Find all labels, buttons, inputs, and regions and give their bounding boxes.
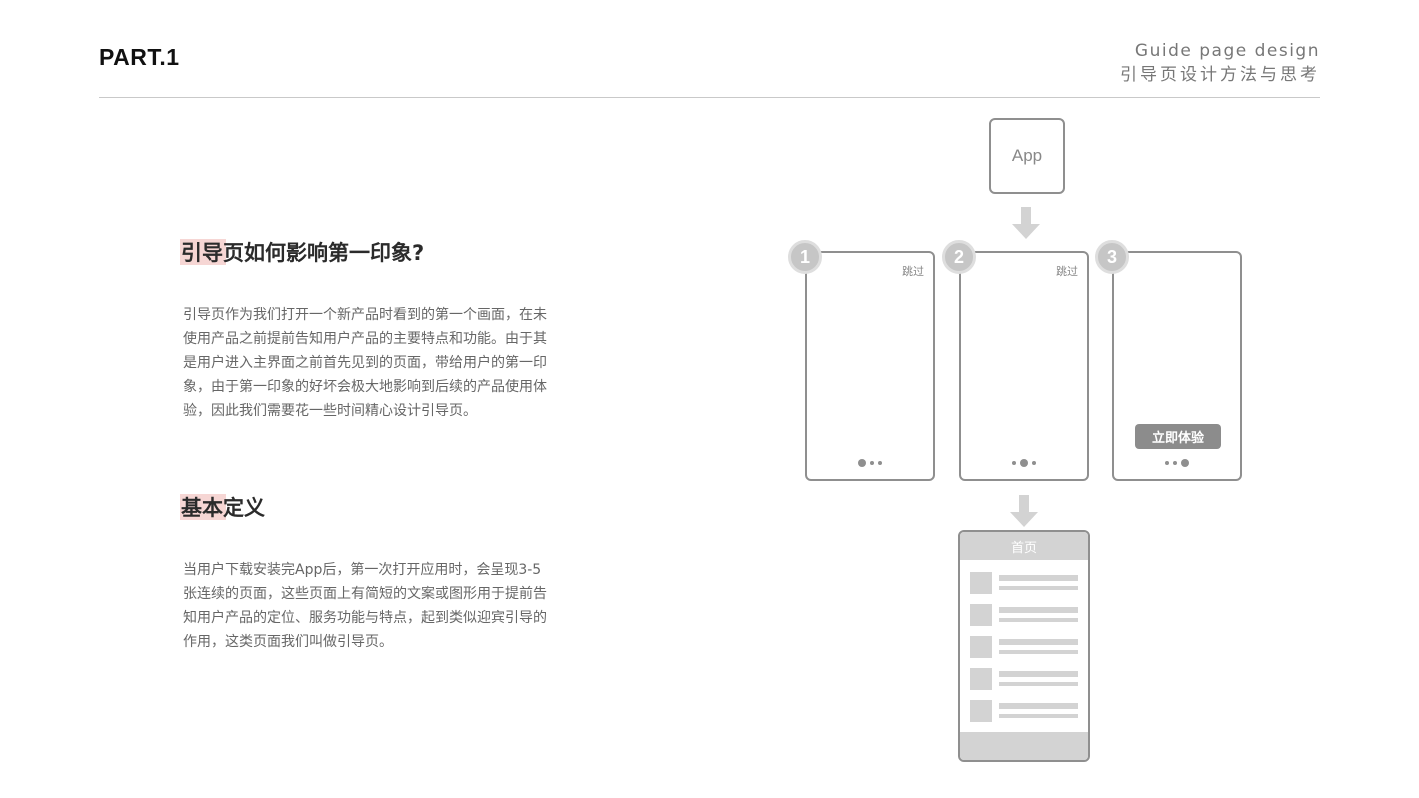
header-divider (99, 97, 1320, 98)
paragraph-line: 作用，这类页面我们叫做引导页。 (183, 634, 393, 650)
page-dot (1012, 461, 1016, 465)
list-item (970, 668, 1078, 690)
header-title-en: Guide page design (1134, 41, 1320, 61)
paragraph-line: 当用户下载安装完App后，第一次打开应用时，会呈现3-5 (183, 562, 542, 578)
home-title-bar: 首页 (960, 532, 1088, 560)
section-1-heading-text: 引导页如何影响第一印象? (181, 241, 425, 265)
page-dot (878, 461, 882, 465)
arrow-down-icon (1012, 207, 1040, 239)
page-header: Guide page design 引导页设计方法与思考 (1120, 40, 1320, 87)
guide-flow-diagram: App 跳过 1 跳过 2 立即体验 3 (780, 110, 1260, 770)
section-2-paragraph: 当用户下载安装完App后，第一次打开应用时，会呈现3-5 张连续的页面，这些页面… (183, 558, 603, 654)
header-title-cn: 引导页设计方法与思考 (1120, 65, 1320, 85)
page-dot (1020, 459, 1028, 467)
list-item (970, 572, 1078, 594)
paragraph-line: 是用户进入主界面之前首先见到的页面，带给用户的第一印 (183, 355, 547, 371)
paragraph-line: 知用户产品的定位、服务功能与特点，起到类似迎宾引导的 (183, 610, 547, 626)
section-2-heading-text: 基本定义 (181, 496, 265, 520)
guide-screen-3: 立即体验 (1112, 251, 1242, 481)
paragraph-line: 象，由于第一印象的好坏会极大地影响到后续的产品使用体 (183, 379, 547, 395)
step-badge-2: 2 (942, 240, 976, 274)
list-item (970, 700, 1078, 722)
section-1-heading: 引导页如何影响第一印象? (180, 239, 425, 267)
paragraph-line: 验，因此我们需要花一些时间精心设计引导页。 (183, 403, 477, 419)
section-1-paragraph: 引导页作为我们打开一个新产品时看到的第一个画面，在未 使用产品之前提前告知用户产… (183, 303, 603, 423)
page-dot (1181, 459, 1189, 467)
heading-highlight (180, 239, 226, 265)
paragraph-line: 引导页作为我们打开一个新产品时看到的第一个画面，在未 (183, 307, 547, 323)
home-title: 首页 (1010, 540, 1037, 556)
home-screen: 首页 (958, 530, 1090, 762)
page-dot (1165, 461, 1169, 465)
skip-button[interactable]: 跳过 (902, 265, 924, 278)
paragraph-line: 使用产品之前提前告知用户产品的主要特点和功能。由于其 (183, 331, 547, 347)
app-box: App (989, 118, 1065, 194)
arrow-down-icon (1010, 495, 1038, 527)
page-indicator (1114, 459, 1240, 467)
paragraph-line: 张连续的页面，这些页面上有简短的文案或图形用于提前告 (183, 586, 547, 602)
page-indicator (807, 459, 933, 467)
skip-button[interactable]: 跳过 (1056, 265, 1078, 278)
page-dot (858, 459, 866, 467)
list-item (970, 636, 1078, 658)
experience-now-button[interactable]: 立即体验 (1135, 424, 1221, 449)
step-badge-1: 1 (788, 240, 822, 274)
section-2-heading: 基本定义 (180, 494, 265, 522)
home-tab-bar (960, 732, 1088, 760)
part-label: PART.1 (99, 44, 180, 70)
guide-screen-1: 跳过 (805, 251, 935, 481)
page-dot (870, 461, 874, 465)
page-dot (1173, 461, 1177, 465)
list-item (970, 604, 1078, 626)
page-dot (1032, 461, 1036, 465)
step-badge-3: 3 (1095, 240, 1129, 274)
page-indicator (961, 459, 1087, 467)
guide-screen-2: 跳过 (959, 251, 1089, 481)
heading-highlight (180, 494, 226, 520)
